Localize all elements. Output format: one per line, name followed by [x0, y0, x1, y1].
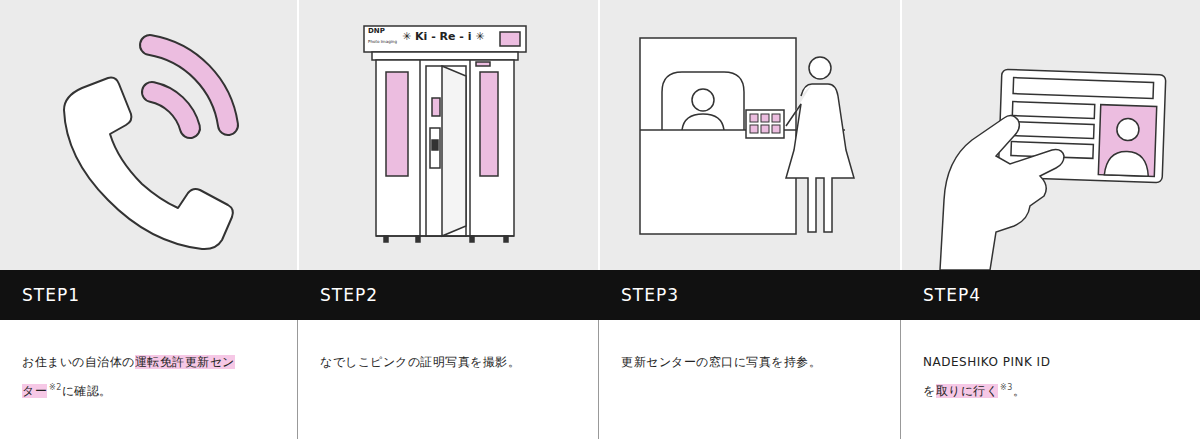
- step-body: お住まいの自治体の運転免許更新センター※2に確認。: [0, 320, 298, 439]
- step-description: お住まいの自治体の運転免許更新センター※2に確認。: [0, 320, 237, 404]
- step-band: STEP3: [599, 270, 901, 320]
- renewal-counter: [640, 38, 854, 234]
- step-number: STEP4: [901, 270, 1200, 320]
- step-description: 更新センターの窓口に写真を持参。: [599, 320, 836, 375]
- footnote-mark: ※3: [1000, 383, 1013, 392]
- description-text: を: [923, 384, 936, 398]
- photo-booth: [364, 26, 526, 242]
- step-body: NADESHIKO PINK ID を取りに行く※3。: [901, 320, 1200, 439]
- booth-maker: Photo Imaging: [368, 40, 397, 44]
- footnote-mark: ※2: [49, 383, 62, 392]
- description-text: 。: [1013, 384, 1026, 398]
- description-text: に確認。: [62, 384, 112, 398]
- step-panel: STEP3 更新センターの窓口に写真を持参。: [599, 0, 901, 439]
- step-band: STEP4: [901, 270, 1200, 320]
- phone-icon: [64, 45, 233, 249]
- booth-maker: DNP: [368, 28, 385, 36]
- step-panel: STEP1お住まいの自治体の運転免許更新センター※2に確認。: [0, 0, 298, 439]
- booth-brand: ✳ Ki - Re - i ✳: [402, 31, 485, 43]
- step-number: STEP2: [298, 270, 599, 320]
- description-text: なでしこピンクの証明写真を撮影。: [320, 355, 520, 369]
- description-text: お住まいの自治体の: [22, 355, 135, 369]
- step-band: STEP1: [0, 270, 298, 320]
- step-body: 更新センターの窓口に写真を持参。: [599, 320, 901, 439]
- step-number: STEP1: [0, 270, 298, 320]
- highlighted-text: 取りに行く: [936, 384, 999, 398]
- description-text: 更新センターの窓口に写真を持参。: [621, 355, 821, 369]
- step-description: NADESHIKO PINK ID を取りに行く※3。: [901, 320, 1138, 404]
- step-panel: STEP2 なでしこピンクの証明写真を撮影。: [298, 0, 599, 439]
- step-band: STEP2: [298, 270, 599, 320]
- step-number: STEP3: [599, 270, 901, 320]
- step-panel: STEP4NADESHIKO PINK ID を取りに行く※3。: [901, 0, 1200, 439]
- step-description: なでしこピンクの証明写真を撮影。: [298, 320, 535, 375]
- description-text: NADESHIKO PINK ID: [923, 355, 1050, 369]
- id-card-hand: [940, 69, 1166, 270]
- step-body: なでしこピンクの証明写真を撮影。: [298, 320, 599, 439]
